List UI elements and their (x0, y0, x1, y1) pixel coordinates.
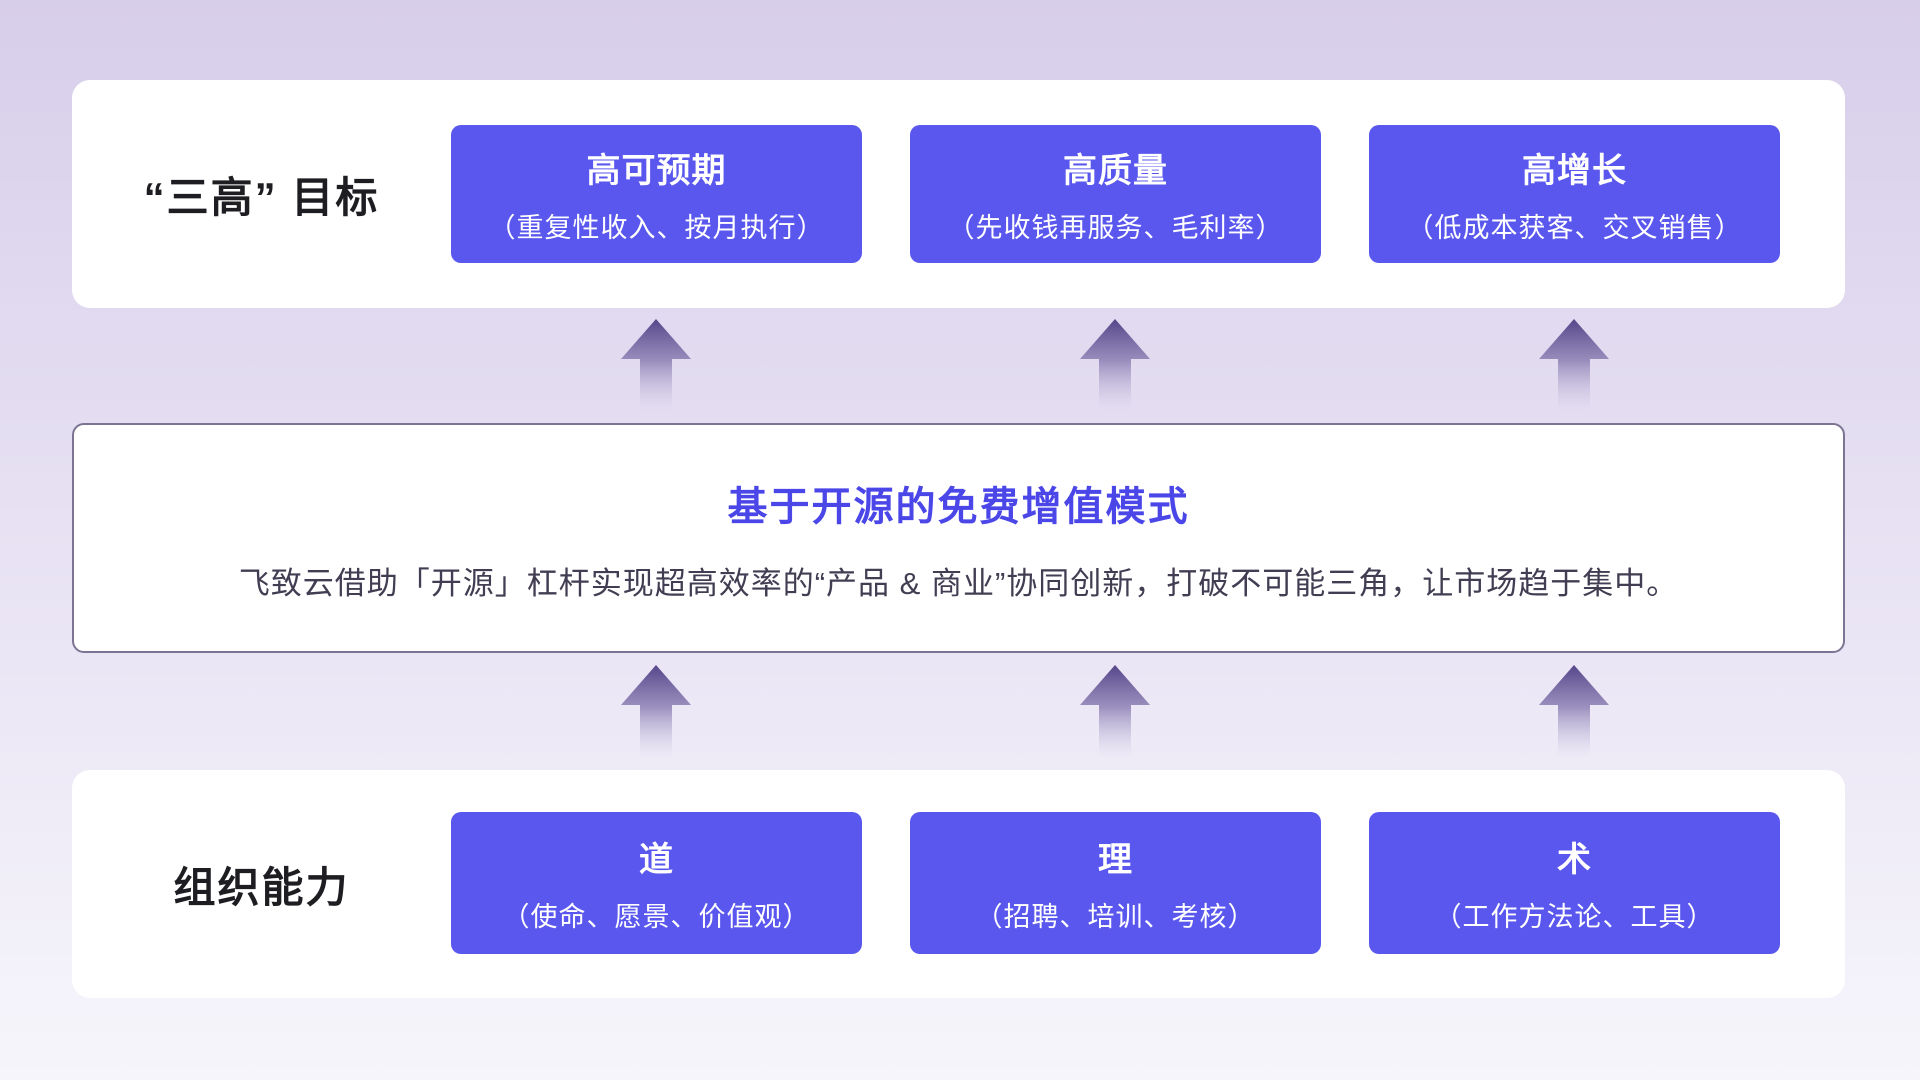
org-box-li: 理 （招聘、培训、考核） (910, 812, 1321, 954)
org-box-title: 术 (1557, 841, 1592, 879)
goal-box-predictable: 高可预期 （重复性收入、按月执行） (451, 125, 862, 263)
goal-box-subtitle: （重复性收入、按月执行） (488, 213, 825, 243)
goal-box-title: 高增长 (1522, 152, 1627, 190)
org-box-dao: 道 （使命、愿景、价值观） (451, 812, 862, 954)
goal-box-title: 高质量 (1063, 152, 1168, 190)
goal-box-quality: 高质量 （先收钱再服务、毛利率） (910, 125, 1321, 263)
org-box-subtitle: （工作方法论、工具） (1434, 902, 1715, 932)
org-box-title: 道 (639, 841, 674, 879)
section-card-goals: “三高” 目标 高可预期 （重复性收入、按月执行） 高质量 （先收钱再服务、毛利… (72, 80, 1845, 308)
org-section-label: 组织能力 (173, 863, 350, 911)
section-card-org: 组织能力 道 （使命、愿景、价值观） 理 （招聘、培训、考核） 术 （工作方法论… (72, 770, 1845, 998)
goal-box-subtitle: （低成本获客、交叉销售） (1406, 213, 1743, 243)
arrow-up-icon (621, 665, 691, 757)
goals-section-label: “三高” 目标 (143, 173, 380, 221)
arrow-up-icon (1539, 319, 1609, 411)
org-box-title: 理 (1098, 841, 1133, 879)
arrow-up-icon (1539, 665, 1609, 757)
org-box-subtitle: （使命、愿景、价值观） (502, 902, 811, 932)
goal-box-title: 高可预期 (586, 152, 727, 190)
arrow-up-icon (1080, 319, 1150, 411)
arrow-up-icon (621, 319, 691, 411)
freemium-description: 飞致云借助「开源」杠杆实现超高效率的“产品 & 商业”协同创新，打破不可能三角，… (238, 565, 1679, 601)
arrow-up-icon (1080, 665, 1150, 757)
freemium-title: 基于开源的免费增值模式 (727, 484, 1190, 529)
goal-box-growth: 高增长 （低成本获客、交叉销售） (1369, 125, 1780, 263)
org-box-subtitle: （招聘、培训、考核） (975, 902, 1256, 932)
freemium-model-card: 基于开源的免费增值模式 飞致云借助「开源」杠杆实现超高效率的“产品 & 商业”协… (72, 423, 1845, 653)
goal-box-subtitle: （先收钱再服务、毛利率） (947, 213, 1284, 243)
org-box-shu: 术 （工作方法论、工具） (1369, 812, 1780, 954)
